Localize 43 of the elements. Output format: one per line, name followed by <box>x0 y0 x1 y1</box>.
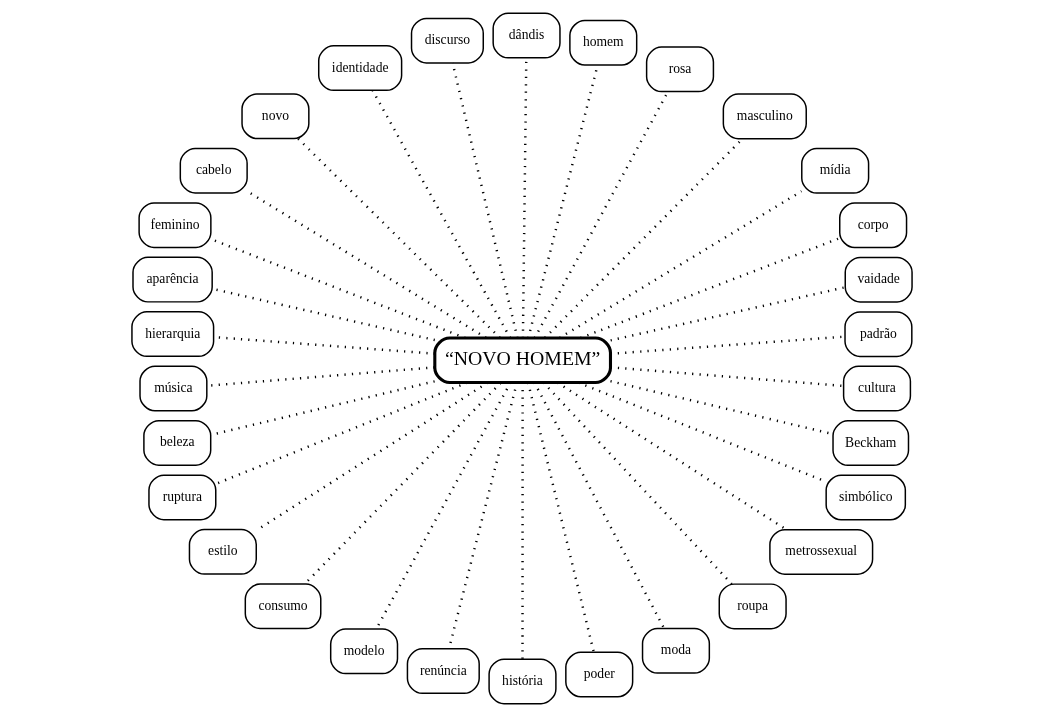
node-box: estilo <box>188 528 257 575</box>
node-box: roupa <box>718 583 787 630</box>
connector <box>556 381 787 531</box>
node-box: cabelo <box>179 147 248 194</box>
node-box: aparência <box>131 256 213 303</box>
node-box: moda <box>641 627 710 674</box>
connector <box>542 381 733 585</box>
node-box: modelo <box>329 628 398 675</box>
connector <box>579 237 840 340</box>
node-box: música <box>138 365 208 412</box>
node-box: mídia <box>800 147 869 194</box>
node-box: novo <box>240 93 310 140</box>
connector <box>526 382 595 653</box>
node-box: história <box>487 658 557 705</box>
connector <box>609 286 845 342</box>
connector <box>610 366 844 388</box>
connector <box>215 381 468 485</box>
node-box: hierarquia <box>130 311 214 358</box>
node-box: vaidade <box>844 256 913 303</box>
node-box: ruptura <box>147 474 216 521</box>
node-box: identidade <box>317 45 402 92</box>
node-box: consumo <box>244 583 321 630</box>
node-box: feminino <box>137 202 212 249</box>
node-box: metrossexual <box>768 528 873 575</box>
node-box: dândis <box>491 12 561 59</box>
node-box: poder <box>564 651 633 698</box>
node-box: renúncia <box>406 648 480 695</box>
node-box: Beckham <box>831 420 909 467</box>
node-box: corpo <box>838 202 907 249</box>
connector <box>371 89 511 339</box>
node-box: masculino <box>722 93 807 140</box>
connector <box>450 62 519 339</box>
node-box: cultura <box>842 365 911 412</box>
node-box: simbólico <box>824 474 906 521</box>
connector <box>558 190 802 339</box>
node-box: “NOVO HOMEM” <box>432 336 612 385</box>
node-box: discurso <box>410 17 484 64</box>
connector <box>296 137 501 339</box>
connector <box>532 382 665 630</box>
node-box: padrão <box>843 311 913 358</box>
node-box: beleza <box>142 419 211 466</box>
node-box: rosa <box>645 46 714 93</box>
node-box: homem <box>568 19 637 66</box>
